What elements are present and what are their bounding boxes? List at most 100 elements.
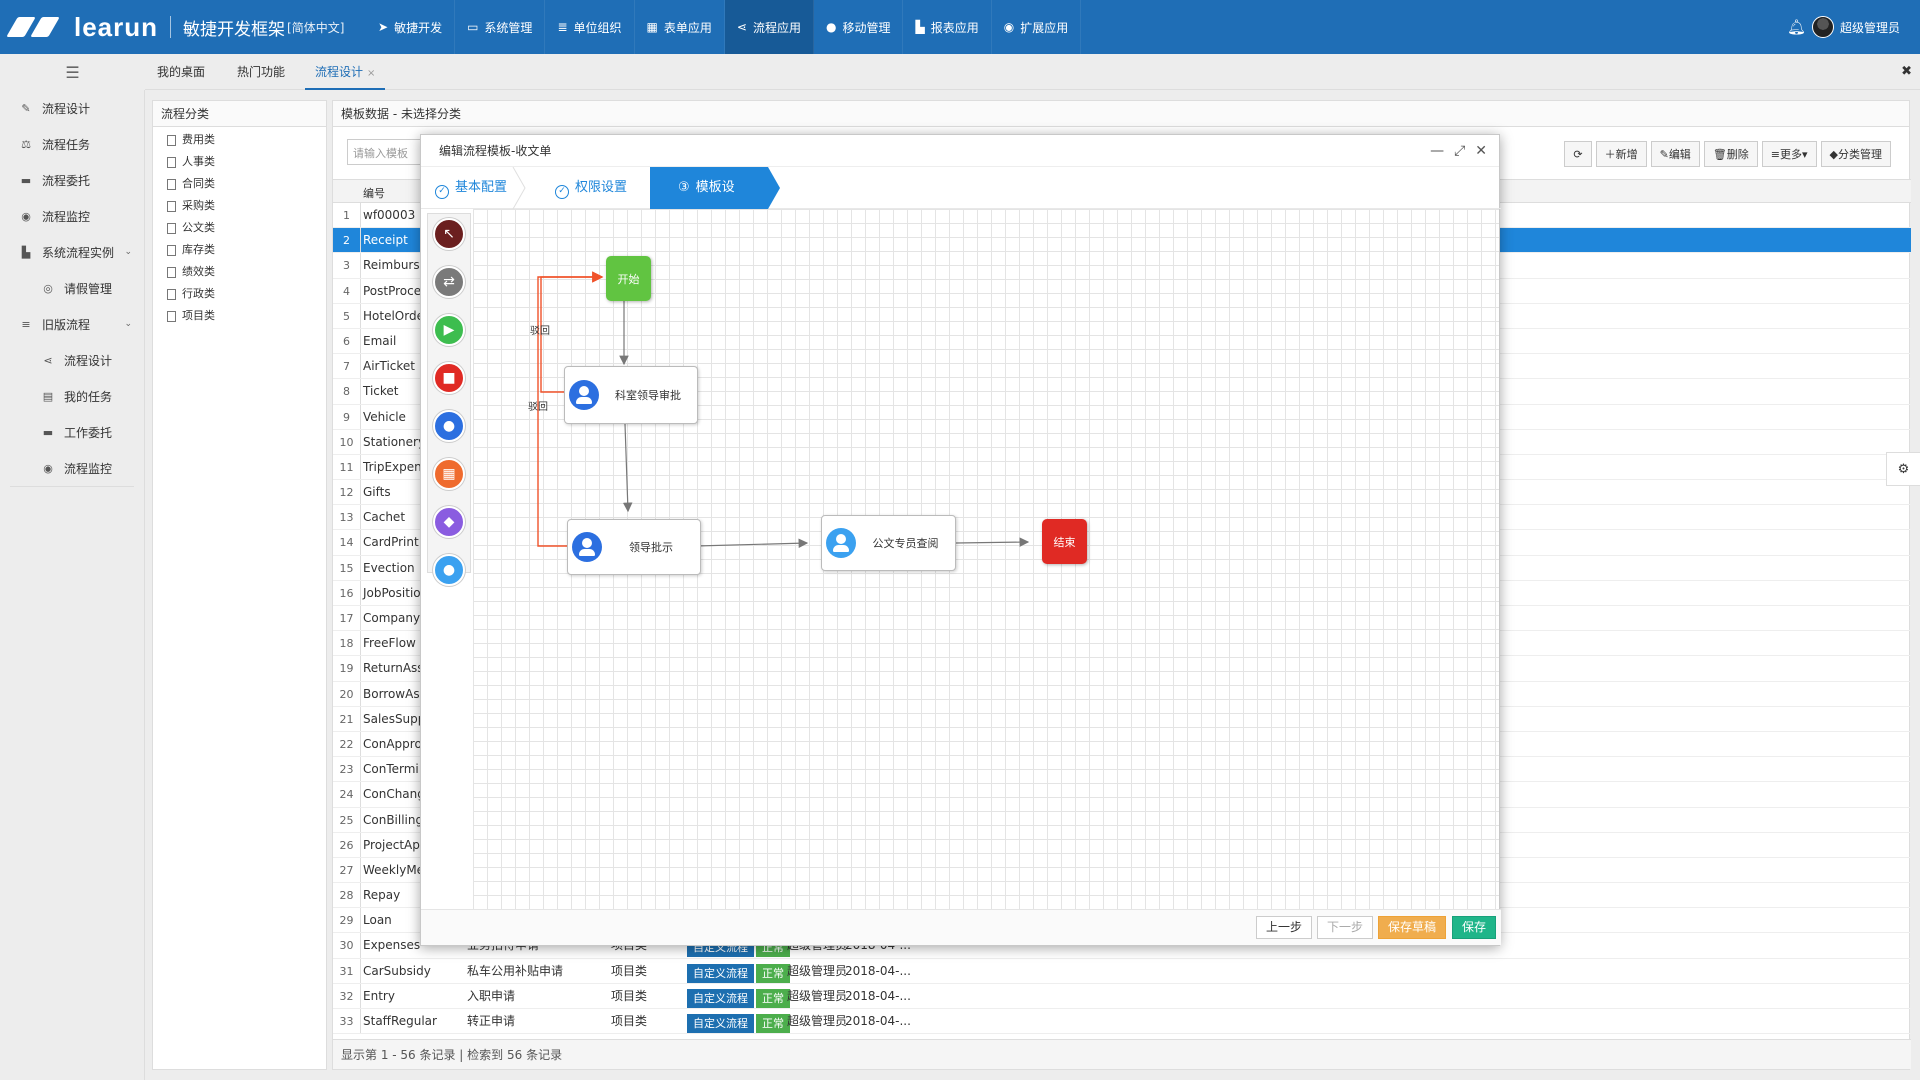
tree-item[interactable]: 公文类: [153, 217, 326, 239]
tree-item[interactable]: 行政类: [153, 283, 326, 305]
trash-icon: 🗑︎: [1712, 147, 1727, 161]
nav-agile-dev[interactable]: ➤敏捷开发: [366, 0, 456, 54]
cell-code: Ticket: [363, 384, 399, 399]
tree-item[interactable]: 库存类: [153, 239, 326, 261]
nav-system-mgmt[interactable]: ▭系统管理: [455, 0, 546, 54]
sidebar-toggle[interactable]: ☰: [0, 54, 145, 90]
column-header-code[interactable]: 编号: [363, 187, 385, 200]
flow-canvas[interactable]: 驳回 驳回 开始 科室领导审批 领导批示 公文专员查阅 结束: [473, 209, 1499, 911]
cell-code: PostProce: [363, 283, 422, 298]
end-node[interactable]: 结束: [1042, 519, 1087, 564]
tab-flow-design[interactable]: 流程设计×: [305, 54, 386, 90]
close-icon[interactable]: ✕: [1475, 143, 1487, 159]
minimize-icon[interactable]: —: [1430, 143, 1445, 159]
cell-code: AirTicket: [363, 359, 415, 374]
nav-label: 移动管理: [842, 20, 891, 35]
sidebar-item-flow-task[interactable]: ⚖流程任务: [0, 126, 144, 162]
fullscreen-icon[interactable]: ✖: [1901, 64, 1912, 79]
sidebar-item-flow-monitor[interactable]: ◉流程监控: [0, 198, 144, 234]
sidebar: ✎流程设计 ⚖流程任务 ▬流程委托 ◉流程监控 ▙系统流程实例⌄ ◎请假管理 ≡…: [0, 90, 145, 1080]
sidebar-item-label: 请假管理: [64, 281, 113, 296]
cell-name: 私车公用补贴申请: [467, 963, 564, 978]
nav-label: 流程应用: [752, 20, 801, 35]
category-mgmt-button[interactable]: ◆分类管理: [1820, 141, 1891, 167]
condition-tool-icon[interactable]: ◆: [433, 506, 465, 538]
cc-node-tool-icon[interactable]: ●: [433, 554, 465, 586]
tree-label: 绩效类: [182, 265, 215, 278]
user-task-tool-icon[interactable]: ●: [433, 410, 465, 442]
end-node-tool-icon[interactable]: ■: [433, 362, 465, 394]
tree-item[interactable]: 合同类: [153, 173, 326, 195]
gear-icon[interactable]: ⚙: [1886, 452, 1920, 486]
sidebar-item-flow-delegate[interactable]: ▬流程委托: [0, 162, 144, 198]
cell-code: SalesSupp: [363, 711, 426, 726]
avatar[interactable]: [1811, 16, 1834, 38]
edge-clerk-to-end[interactable]: [955, 537, 1030, 547]
sidebar-item-my-tasks[interactable]: ▤我的任务: [0, 378, 144, 414]
refresh-button[interactable]: ⟳: [1564, 141, 1592, 167]
tree-item[interactable]: 费用类: [153, 129, 326, 151]
sidebar-item-label: 流程委托: [42, 173, 91, 188]
user-name[interactable]: 超级管理员: [1839, 20, 1900, 35]
step-basic-config[interactable]: ✓基本配置: [435, 167, 507, 209]
save-button[interactable]: 保存: [1452, 916, 1497, 939]
close-icon[interactable]: ×: [367, 68, 376, 79]
nav-workflow-app[interactable]: ⋖流程应用: [724, 0, 814, 54]
sidebar-item-legacy-monitor[interactable]: ◉流程监控: [0, 450, 144, 486]
node-dept-approval[interactable]: 科室领导审批: [564, 366, 698, 424]
sidebar-item-legacy-flow[interactable]: ≡旧版流程⌄: [0, 306, 144, 342]
pointer-tool-icon[interactable]: ↖: [433, 218, 465, 250]
start-node[interactable]: 开始: [606, 256, 651, 301]
sidebar-item-work-delegate[interactable]: ▬工作委托: [0, 414, 144, 450]
row-number: 32: [333, 983, 361, 1008]
nav-mobile-mgmt[interactable]: ●移动管理: [814, 0, 904, 54]
more-button[interactable]: ≡更多▾: [1761, 141, 1817, 167]
step-label: 基本配置: [455, 180, 508, 195]
nav-report-app[interactable]: ▙报表应用: [903, 0, 992, 54]
step-permissions[interactable]: ✓权限设置: [555, 167, 627, 209]
nav-organization[interactable]: ≣单位组织: [545, 0, 635, 54]
tree-item[interactable]: 人事类: [153, 151, 326, 173]
node-leader-instruction[interactable]: 领导批示: [567, 519, 701, 575]
tree-item[interactable]: 项目类: [153, 305, 326, 327]
bell-icon[interactable]: 🔔︎: [1786, 18, 1806, 36]
edge-reject-leader[interactable]: [537, 271, 604, 547]
node-clerk-review[interactable]: 公文专员查阅: [821, 515, 956, 571]
sidebar-item-legacy-design[interactable]: ⋖流程设计: [0, 342, 144, 378]
step-number: ③: [678, 180, 690, 195]
start-node-tool-icon[interactable]: ▶: [433, 314, 465, 346]
step-template-design[interactable]: ③模板设计: [650, 167, 780, 237]
edge-leader-to-clerk[interactable]: [695, 538, 809, 549]
sidebar-item-leave-mgmt[interactable]: ◎请假管理: [0, 270, 144, 306]
cell-code: ConBilling: [363, 812, 424, 827]
sidebar-item-system-instances[interactable]: ▙系统流程实例⌄: [0, 234, 144, 270]
file-icon: [167, 178, 176, 190]
edit-button[interactable]: ✎编辑: [1650, 141, 1700, 167]
user-area: 🔔︎ 超级管理员: [1787, 0, 1900, 54]
connector-tool-icon[interactable]: ⇄: [433, 266, 465, 298]
nav-extension-app[interactable]: ◉扩展应用: [992, 0, 1082, 54]
tree-item[interactable]: 绩效类: [153, 261, 326, 283]
add-button[interactable]: ＋新增: [1595, 141, 1647, 167]
prev-step-button[interactable]: 上一步: [1256, 916, 1313, 939]
tab-hot-functions[interactable]: 热门功能: [237, 54, 285, 90]
nav-form-app[interactable]: ▦表单应用: [635, 0, 725, 54]
edge-dept-to-leader[interactable]: [622, 423, 633, 513]
tree-label: 合同类: [182, 177, 215, 190]
delete-button[interactable]: 🗑︎删除: [1703, 141, 1758, 167]
chevron-down-icon: ⌄: [124, 247, 132, 257]
next-step-button[interactable]: 下一步: [1317, 916, 1374, 939]
sidebar-item-flow-design[interactable]: ✎流程设计: [0, 90, 144, 126]
subprocess-tool-icon[interactable]: ▦: [433, 458, 465, 490]
maximize-icon[interactable]: ⤢: [1454, 143, 1466, 159]
logo[interactable]: learun 敏捷开发框架 [简体中文]: [6, 10, 345, 44]
tree-item[interactable]: 采购类: [153, 195, 326, 217]
save-draft-button[interactable]: 保存草稿: [1378, 916, 1447, 939]
sidebar-item-label: 旧版流程: [42, 317, 91, 332]
cell-creator: 超级管理员: [787, 988, 848, 1003]
tab-desktop[interactable]: 我的桌面: [157, 54, 205, 90]
language-switch[interactable]: [简体中文]: [287, 20, 345, 35]
